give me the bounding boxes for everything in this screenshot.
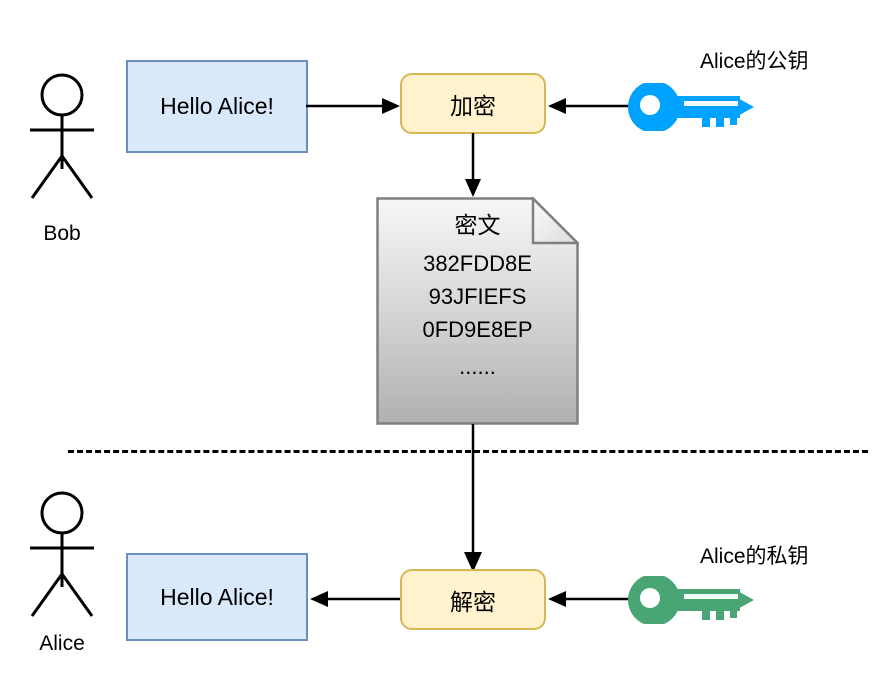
arrow-private-key-to-decrypt [548,591,640,607]
plaintext-message-top[interactable]: Hello Alice! [126,60,308,153]
ciphertext-line-1: 382FDD8E [423,251,532,276]
key-icon-public [628,83,754,131]
encrypt-process[interactable]: 加密 [400,73,546,134]
actor-alice-label: Alice [39,632,85,655]
arrow-message-to-encrypt [306,98,400,114]
ciphertext-title: 密文 [454,212,501,238]
private-key-label: Alice的私钥 [700,545,809,568]
encrypt-process-label: 加密 [450,92,496,119]
arrow-decrypt-to-message [310,591,402,607]
plaintext-message-top-label: Hello Alice! [160,93,274,119]
ciphertext-line-3: 0FD9E8EP [422,317,533,342]
actor-bob-label: Bob [43,222,81,245]
document-icon [376,197,579,425]
arrow-encrypt-to-ciphertext [465,133,481,197]
decrypt-process-label: 解密 [450,588,496,615]
stick-figure-icon-bob [30,73,94,199]
section-divider [68,450,868,453]
ciphertext-document[interactable]: 密文 382FDD8E 93JFIEFS 0FD9E8EP ...... [376,197,579,425]
key-icon-private [628,576,754,624]
arrow-public-key-to-encrypt [548,98,640,114]
ciphertext-line-4: ...... [459,354,496,379]
decrypt-process[interactable]: 解密 [400,569,546,630]
plaintext-message-bottom[interactable]: Hello Alice! [126,553,308,641]
ciphertext-line-2: 93JFIEFS [428,284,527,309]
plaintext-message-bottom-label: Hello Alice! [160,583,274,610]
public-key-label: Alice的公钥 [700,50,809,73]
arrow-ciphertext-to-decrypt [464,424,482,572]
stick-figure-icon-alice [30,491,94,617]
